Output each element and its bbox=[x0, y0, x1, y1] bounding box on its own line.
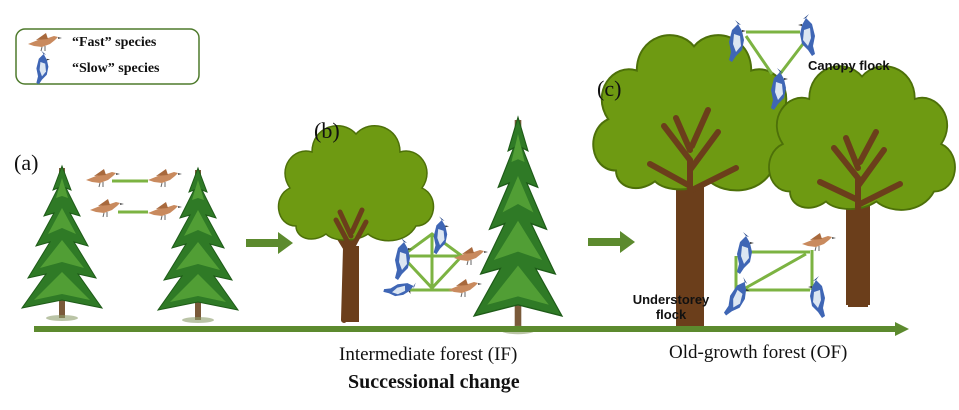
panel-label-a: (a) bbox=[14, 150, 39, 175]
canopy-flock-label: Canopy flock bbox=[808, 58, 890, 73]
fast-bird bbox=[85, 168, 121, 188]
slow-bird bbox=[433, 216, 449, 255]
fast-bird bbox=[147, 168, 183, 188]
conifer-tree-b bbox=[473, 116, 563, 335]
slow-bird bbox=[737, 232, 754, 274]
slow-bird bbox=[798, 14, 815, 56]
conifer-tree-a1 bbox=[21, 165, 103, 322]
progress-arrow-1 bbox=[246, 232, 293, 254]
intermediate-forest-label: Intermediate forest (IF) bbox=[339, 344, 518, 365]
oldgrowth-forest-label: Old-growth forest (OF) bbox=[669, 342, 848, 363]
fast-bird bbox=[801, 232, 837, 252]
fast-bird bbox=[89, 198, 125, 218]
panel-label-b: (b) bbox=[314, 118, 340, 143]
fast-bird bbox=[447, 278, 483, 298]
legend-fast-label: “Fast” species bbox=[72, 35, 157, 50]
mixed-flock-b bbox=[382, 216, 489, 303]
deciduous-tree-c1 bbox=[592, 34, 796, 328]
panel-label-c: (c) bbox=[597, 76, 622, 101]
understorey-flock-label: Understorey flock bbox=[623, 292, 719, 322]
understorey-flock bbox=[723, 232, 837, 321]
understorey-label-line2: flock bbox=[655, 307, 687, 322]
fast-bird bbox=[147, 201, 183, 221]
successional-change-title: Successional change bbox=[348, 371, 520, 393]
understorey-label-line1: Understorey bbox=[632, 292, 710, 307]
fast-bird bbox=[453, 246, 489, 266]
slow-bird bbox=[395, 238, 412, 280]
slow-bird bbox=[723, 275, 754, 321]
succession-axis-arrow bbox=[34, 322, 909, 336]
deciduous-tree-c2 bbox=[768, 65, 956, 307]
conifer-tree-a2 bbox=[157, 167, 239, 324]
deciduous-tree-b bbox=[277, 125, 435, 323]
canopy-flock bbox=[729, 14, 815, 110]
legend bbox=[15, 28, 200, 85]
progress-arrow-2 bbox=[588, 231, 635, 253]
fast-flock-a bbox=[85, 168, 183, 221]
legend-slow-label: “Slow” species bbox=[72, 61, 160, 76]
